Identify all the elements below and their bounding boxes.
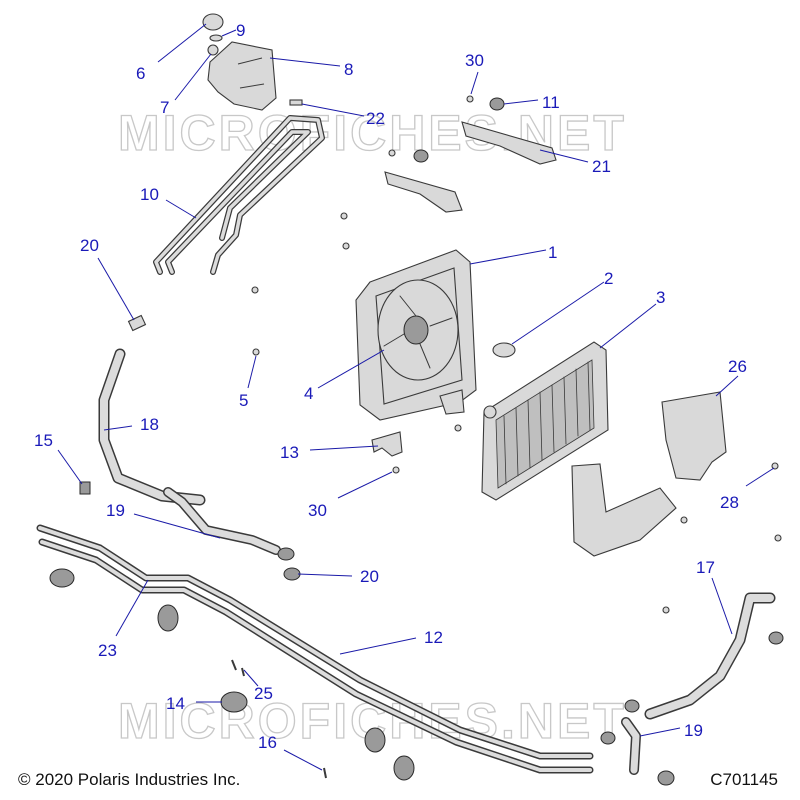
callout-labels: 6 9 7 8 22 30 11 21 10 20 1 2 3 4 5 26 1…	[34, 21, 747, 752]
fan-mount-bracket	[439, 389, 465, 415]
bleed-valve	[127, 314, 147, 332]
figure-code: C701145	[710, 770, 778, 789]
radiator	[481, 341, 609, 501]
fan-mount-bracket	[371, 431, 403, 457]
tube-clip	[220, 691, 248, 713]
callout-13: 13	[280, 443, 299, 462]
callout-21: 20	[360, 567, 379, 586]
callout-9: 9	[236, 21, 245, 40]
radiator-mount-bracket	[384, 121, 557, 213]
callout-22: 21	[592, 157, 611, 176]
grommet	[413, 149, 429, 163]
copyright-notice: © 2020 Polaris Industries Inc.	[18, 770, 241, 789]
callout-7: 7	[160, 98, 169, 117]
callout-30-top: 30	[465, 51, 484, 70]
callout-23: 20	[80, 236, 99, 255]
callout-4: 4	[304, 384, 313, 403]
hose-clamp	[79, 481, 91, 495]
grommet	[489, 97, 505, 111]
callout-8: 8	[344, 60, 353, 79]
callout-15: 15	[34, 431, 53, 450]
callout-14: 14	[166, 694, 185, 713]
screw	[231, 659, 245, 677]
callout-27: 25	[254, 684, 273, 703]
callout-10: 10	[140, 185, 159, 204]
bolt	[251, 95, 782, 614]
coolant-tube-long	[36, 524, 594, 774]
callout-leaders	[57, 23, 775, 771]
radiator-hose-lower	[644, 592, 776, 720]
coolant-reservoir-cap	[202, 13, 224, 31]
callout-30-middle: 30	[308, 501, 327, 520]
push-pin	[323, 767, 327, 779]
hose-clamp	[277, 547, 301, 581]
coolant-reservoir	[207, 41, 277, 111]
radiator-cap	[492, 342, 516, 358]
callout-28: 26	[728, 357, 747, 376]
callout-12: 12	[424, 628, 443, 647]
hose-clamp	[768, 631, 784, 645]
callout-19: 19	[684, 721, 703, 740]
reservoir-fitting	[207, 44, 219, 56]
tube-clip	[49, 568, 675, 786]
callout-11: 11	[542, 93, 560, 112]
hose-clamp	[624, 699, 640, 713]
callout-5: 5	[239, 391, 248, 410]
coolant-hose-connector	[163, 487, 281, 555]
hose-clamp	[600, 731, 616, 745]
callout-29: 28	[720, 493, 739, 512]
callout-25: 22	[366, 109, 385, 128]
callout-26: 23	[98, 641, 117, 660]
callout-3: 3	[656, 288, 665, 307]
cooling-fan	[377, 279, 459, 381]
callout-1: 1	[548, 243, 557, 262]
hose-elbow	[621, 717, 641, 775]
hose-fitting	[289, 99, 303, 106]
reservoir-seal	[209, 34, 223, 42]
overflow-hose-assembly	[153, 115, 325, 275]
callout-6: 6	[136, 64, 145, 83]
callout-2: 2	[604, 269, 613, 288]
callout-16: 16	[258, 733, 277, 752]
callout-20: 19	[106, 501, 125, 520]
callout-18: 18	[140, 415, 159, 434]
callout-17: 17	[696, 558, 715, 577]
air-deflector	[571, 391, 727, 557]
